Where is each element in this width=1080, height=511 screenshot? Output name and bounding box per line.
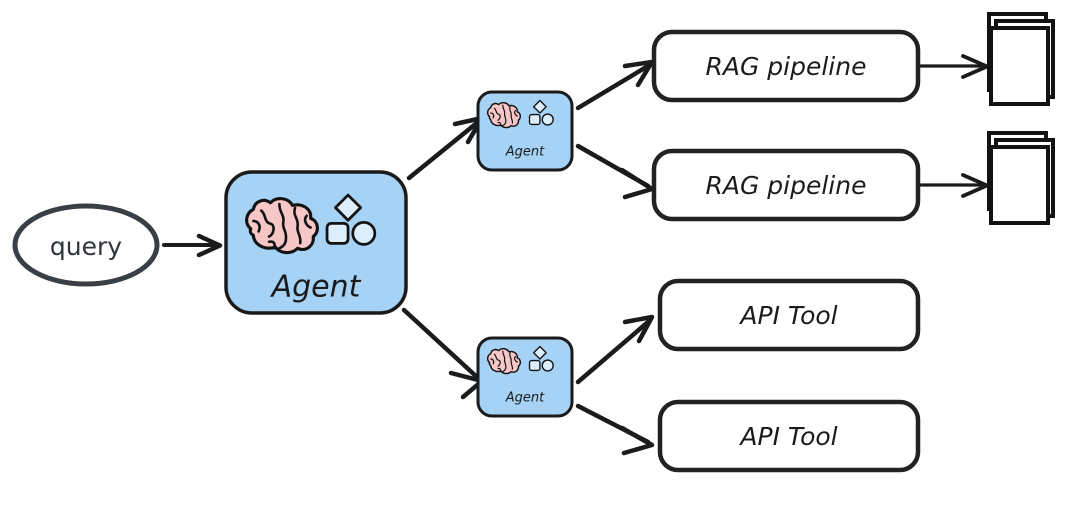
api-tool-1-label: API Tool: [738, 301, 837, 330]
node-rag-pipeline-1[interactable]: RAG pipeline: [651, 29, 921, 103]
edge-rag-pipeline-2-to-documents-2: [919, 173, 989, 198]
document-stack-icon: [987, 12, 1055, 106]
node-documents-2[interactable]: [987, 131, 1055, 225]
node-documents-1[interactable]: [987, 12, 1055, 106]
api-tool-2-label: API Tool: [738, 422, 837, 451]
edge-agent-sub-bottom-to-api-tool-1: [575, 314, 655, 385]
rag-pipeline-2-label: RAG pipeline: [706, 171, 867, 200]
edge-rag-pipeline-1-to-documents-1: [919, 54, 989, 79]
edge-agent-main-to-agent-sub-bottom: [401, 307, 485, 400]
api-tool-1-box: [657, 278, 921, 352]
document-stack-icon: [987, 131, 1055, 225]
node-api-tool-2[interactable]: API Tool: [657, 399, 921, 473]
brain-icon: [486, 101, 522, 129]
agent-main-label: Agent: [270, 270, 362, 305]
node-agent-main[interactable]: Agent: [224, 170, 408, 315]
node-query[interactable]: query: [12, 203, 160, 287]
rag-pipeline-1-label: RAG pipeline: [706, 52, 867, 81]
api-tool-2-box: [657, 399, 921, 473]
edge-agent-sub-top-to-rag-pipeline-2: [575, 143, 655, 200]
brain-icon: [486, 347, 522, 375]
edge-agent-sub-bottom-to-api-tool-2: [575, 403, 655, 456]
agent-sub-top-label: Agent: [505, 145, 545, 160]
edge-query-to-agent-main: [162, 233, 223, 258]
rag-pipeline-1-box: [651, 29, 921, 103]
query-label: query: [50, 232, 122, 261]
agent-sub-bottom-label: Agent: [505, 391, 545, 406]
node-rag-pipeline-2[interactable]: RAG pipeline: [651, 148, 921, 222]
edge-agent-sub-top-to-rag-pipeline-1: [575, 59, 655, 111]
edge-agent-main-to-agent-sub-top: [406, 115, 485, 181]
node-agent-sub-bottom[interactable]: Agent: [476, 336, 574, 418]
query-ellipse-shape: [12, 203, 160, 287]
rag-pipeline-2-box: [651, 148, 921, 222]
brain-icon: [245, 197, 319, 255]
node-api-tool-1[interactable]: API Tool: [657, 278, 921, 352]
node-agent-sub-top[interactable]: Agent: [476, 90, 574, 172]
